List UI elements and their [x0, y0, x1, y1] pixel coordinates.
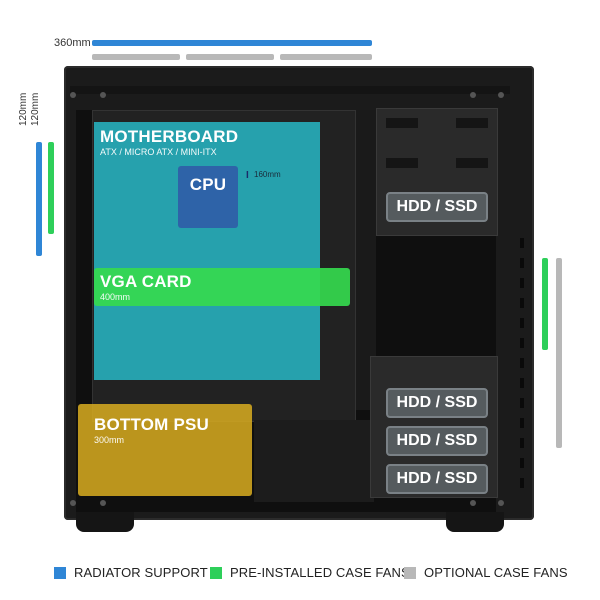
- legend-radiator: RADIATOR SUPPORT: [54, 565, 208, 580]
- screw: [470, 500, 476, 506]
- cpu-title: CPU: [189, 175, 227, 194]
- front-vent: [520, 298, 524, 308]
- screw: [470, 92, 476, 98]
- drive-bay-slot: [386, 118, 418, 128]
- case-top-rail: [70, 86, 510, 94]
- motherboard-title: MOTHERBOARD: [100, 127, 239, 146]
- side-measure-label-b: 120mm: [30, 92, 41, 126]
- legend-label-optional: OPTIONAL CASE FANS: [424, 565, 568, 580]
- screw: [498, 92, 504, 98]
- front-vent: [520, 438, 524, 448]
- cpu-height-marker: I: [246, 170, 249, 181]
- lower-panel: [254, 420, 374, 502]
- drive-bay-slot: [456, 118, 488, 128]
- screw: [70, 92, 76, 98]
- preinstalled-front-fan-bar: [542, 258, 548, 350]
- front-vent: [520, 338, 524, 348]
- legend-preinstalled: PRE-INSTALLED CASE FANS: [210, 565, 410, 580]
- drive-bay-slot: [456, 158, 488, 168]
- front-vent: [520, 398, 524, 408]
- screw: [498, 500, 504, 506]
- case-foot-left: [76, 512, 134, 532]
- vga-zone: VGA CARD 400mm: [94, 268, 350, 306]
- side-measure-label-a: 120mm: [18, 92, 29, 126]
- legend-optional: OPTIONAL CASE FANS: [404, 565, 568, 580]
- front-vent: [520, 278, 524, 288]
- front-vent: [520, 238, 524, 248]
- drive-bay-label: HDD / SSD: [386, 464, 488, 494]
- front-vent: [520, 358, 524, 368]
- front-vent: [520, 478, 524, 488]
- drive-bay-slot: [386, 158, 418, 168]
- optional-top-fan-2: [186, 54, 274, 60]
- legend-label-radiator: RADIATOR SUPPORT: [74, 565, 208, 580]
- drive-bay-label: HDD / SSD: [386, 388, 488, 418]
- front-vent: [520, 418, 524, 428]
- case-foot-right: [446, 512, 504, 532]
- optional-front-fan-bar: [556, 258, 562, 448]
- front-vent: [520, 378, 524, 388]
- optional-top-fan-3: [280, 54, 372, 60]
- vga-length-label: 400mm: [100, 292, 131, 302]
- motherboard-zone: MOTHERBOARD ATX / MICRO ATX / MINI-ITX: [94, 122, 320, 380]
- psu-length-label: 300mm: [94, 435, 125, 445]
- front-vent: [520, 258, 524, 268]
- front-vent: [520, 458, 524, 468]
- radiator-top-bar: [92, 40, 372, 46]
- legend-swatch-radiator: [54, 566, 66, 579]
- cpu-zone: CPU: [178, 166, 238, 228]
- center-divider: [356, 110, 376, 410]
- motherboard-subtitle: ATX / MICRO ATX / MINI-ITX: [100, 147, 217, 157]
- vga-title: VGA CARD: [100, 272, 192, 291]
- preinstalled-rear-fan-bar: [48, 142, 54, 234]
- optional-top-fan-1: [92, 54, 180, 60]
- screw: [70, 500, 76, 506]
- legend-swatch-preinstalled: [210, 566, 222, 579]
- legend-label-preinstalled: PRE-INSTALLED CASE FANS: [230, 565, 410, 580]
- psu-zone: BOTTOM PSU 300mm: [78, 404, 252, 496]
- legend-swatch-optional: [404, 566, 416, 579]
- top-measure-label: 360mm: [54, 37, 91, 49]
- drive-bay-label: HDD / SSD: [386, 426, 488, 456]
- psu-title: BOTTOM PSU: [94, 415, 210, 434]
- drive-bay-label: HDD / SSD: [386, 192, 488, 222]
- screw: [100, 92, 106, 98]
- radiator-rear-bar: [36, 142, 42, 256]
- front-vent: [520, 318, 524, 328]
- screw: [100, 500, 106, 506]
- cpu-height-label: 160mm: [254, 170, 281, 179]
